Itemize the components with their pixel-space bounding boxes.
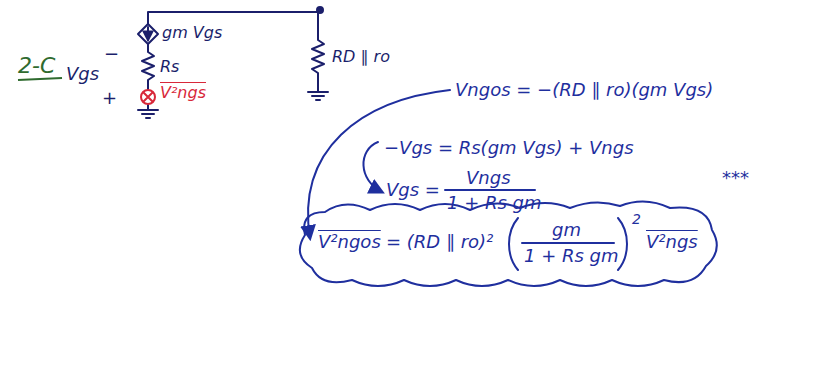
noise-label: V²ngs: [160, 84, 206, 102]
ground-symbol: [138, 104, 158, 118]
polarity-sign: +: [102, 88, 117, 108]
resistor-label: Rs: [160, 58, 179, 76]
source-arrow: [147, 27, 149, 40]
derivation-arrow: [308, 90, 450, 238]
problem-heading: 2-C: [18, 54, 55, 78]
equation: = (RD ∥ ro)²: [386, 232, 493, 252]
fraction-numerator: gm: [552, 220, 581, 240]
equation: −Vgs = Rs(gm Vgs) + Vngs: [384, 138, 634, 158]
fraction-bar: [445, 189, 535, 191]
fraction-denominator: 1 + Rs gm: [447, 193, 542, 213]
emphasis-mark: ***: [722, 168, 749, 188]
derivation-arrow: [363, 142, 382, 192]
resistor-symbol: [312, 12, 324, 92]
fraction-denominator: 1 + Rs gm: [524, 246, 619, 266]
source-label: gm Vgs: [162, 24, 222, 42]
parenthesis: [509, 218, 518, 270]
noise-source-symbol: [141, 90, 155, 104]
exponent: 2: [632, 212, 641, 227]
fraction-bar: [522, 242, 614, 244]
fraction-numerator: Vngs: [466, 168, 511, 188]
voltage-label: Vgs: [66, 64, 99, 84]
dependent-source-symbol: [138, 24, 158, 44]
equation: V²ngos: [318, 232, 381, 252]
equation: V²ngs: [646, 232, 698, 252]
heading-underline: [18, 78, 62, 80]
parenthesis: [618, 218, 627, 270]
equation: Vngos = −(RD ∥ ro)(gm Vgs): [455, 80, 713, 100]
ground-symbol: [308, 92, 328, 100]
resistor-symbol: [142, 44, 154, 90]
emphasis-cloud: [300, 201, 717, 286]
noise-source-cross: [143, 92, 153, 102]
polarity-sign: −: [104, 44, 119, 64]
wire: [148, 12, 318, 24]
equation: Vgs =: [386, 180, 440, 200]
resistor-label: RD ∥ ro: [332, 48, 390, 66]
